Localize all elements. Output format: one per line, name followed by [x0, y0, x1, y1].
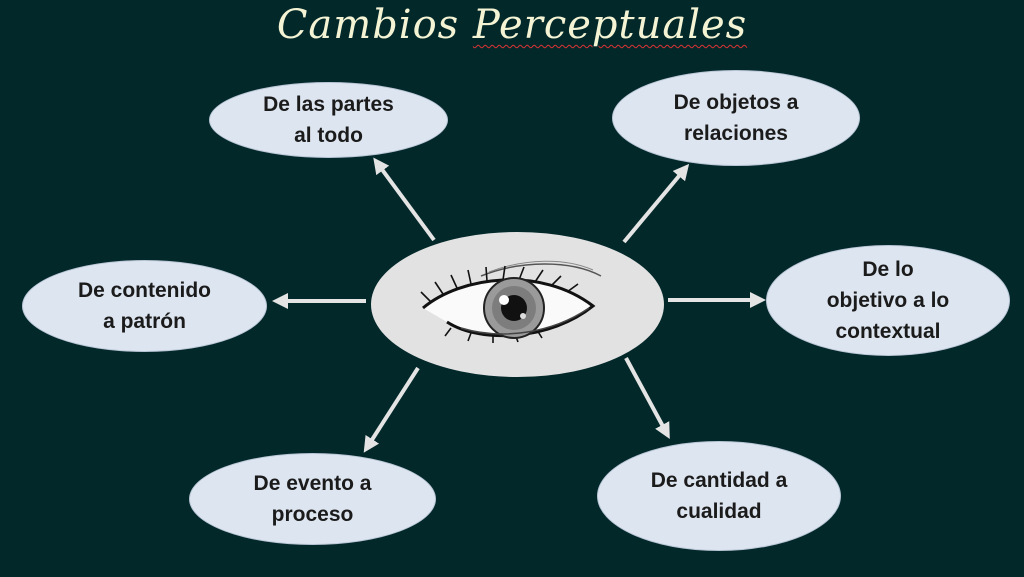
- node-objective-to-contextual: De lo objetivo a lo contextual: [766, 245, 1010, 356]
- arrow-to-top-right: [622, 163, 690, 244]
- node-event-to-process: De evento a proceso: [189, 453, 436, 545]
- arrow-to-bottom-left: [363, 366, 420, 453]
- arrow-to-bottom-right: [624, 357, 670, 440]
- arrow-to-top-left: [373, 157, 436, 242]
- eye-icon: [420, 260, 602, 343]
- node-content-to-pattern: De contenido a patrón: [22, 260, 267, 352]
- title-word-perceptuales: Perceptuales: [472, 2, 748, 48]
- node-objects-to-relations: De objetos a relaciones: [612, 70, 860, 166]
- diagram-title: Cambios Perceptuales: [0, 2, 1024, 48]
- node-parts-to-whole: De las partes al todo: [209, 82, 448, 158]
- node-label: De las partes al todo: [263, 93, 394, 147]
- node-quantity-to-quality: De cantidad a cualidad: [597, 441, 841, 551]
- node-label: De evento a proceso: [253, 472, 372, 526]
- node-label: De cantidad a cualidad: [650, 469, 788, 523]
- node-label: De contenido a patrón: [77, 279, 211, 333]
- center-ellipse: [371, 232, 664, 377]
- node-label: De lo objetivo a lo contextual: [826, 258, 950, 343]
- title-word-cambios: Cambios: [276, 2, 473, 48]
- node-label: De objetos a relaciones: [673, 91, 799, 145]
